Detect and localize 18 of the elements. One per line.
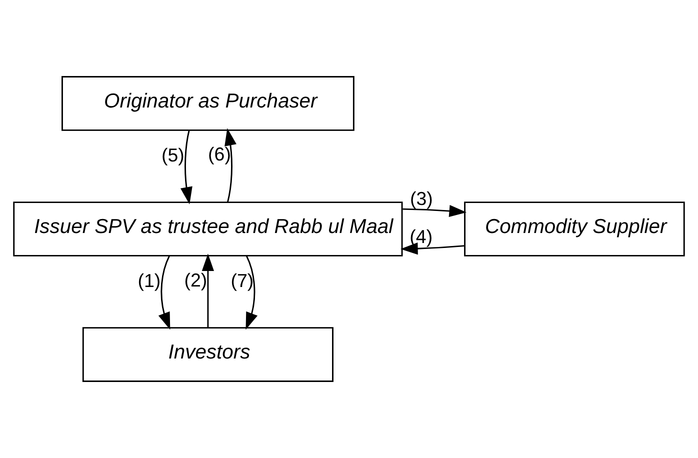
edge-label: (1) xyxy=(138,270,161,291)
arrow xyxy=(246,256,258,330)
edge-label: (3) xyxy=(410,188,433,209)
arrow xyxy=(158,256,170,330)
edge-label: (2) xyxy=(184,270,208,291)
arrow xyxy=(224,128,236,202)
node-box: Investors xyxy=(82,327,334,382)
edge-label: (5) xyxy=(162,144,184,166)
arrow xyxy=(202,254,214,328)
node-box: Commodity Supplier xyxy=(464,202,685,256)
edge-label: (4) xyxy=(410,226,433,247)
node-box: Issuer SPV as trustee and Rabb ul Maal xyxy=(13,202,403,256)
arrow xyxy=(402,204,467,218)
arrow xyxy=(180,130,192,204)
arrow xyxy=(400,242,464,255)
node-box: Originator as Purchaser xyxy=(62,76,354,131)
edge-label: (6) xyxy=(208,144,231,165)
edge-label: (7) xyxy=(230,270,254,291)
